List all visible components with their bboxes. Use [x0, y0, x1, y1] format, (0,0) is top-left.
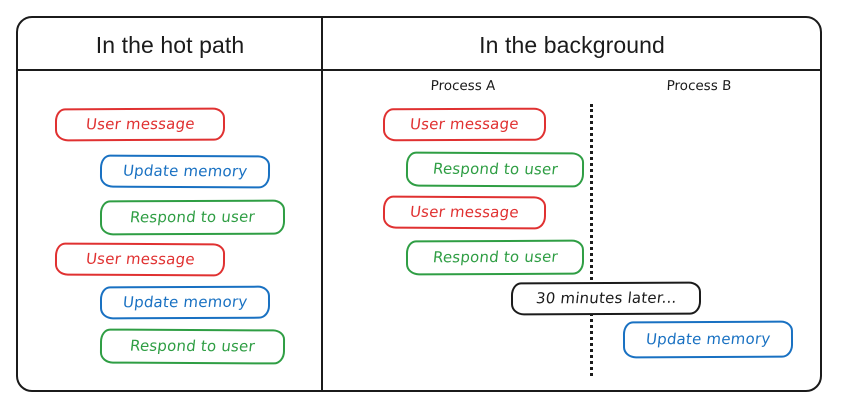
process-a-step-respond-to-user-1: Respond to user	[405, 151, 585, 188]
chip-label: Respond to user	[431, 159, 559, 179]
header-divider	[17, 69, 821, 71]
hot-path-step-respond-to-user-1: Respond to user	[99, 199, 286, 236]
chip-label: 30 minutes later...	[534, 288, 678, 308]
process-divider-dotted-line	[590, 104, 593, 376]
hot-path-step-user-message-2: User message	[54, 242, 226, 277]
hot-path-step-update-memory-2: Update memory	[99, 285, 271, 320]
chip-label: Update memory	[121, 161, 249, 181]
chip-label: Respond to user	[431, 247, 559, 267]
process-b-label: Process B	[666, 78, 732, 94]
column-divider	[321, 17, 323, 391]
chip-label: User message	[409, 202, 520, 222]
chip-label: Respond to user	[129, 336, 256, 356]
hot-path-step-respond-to-user-2: Respond to user	[99, 328, 286, 365]
column-title-background: In the background	[479, 32, 665, 58]
chip-label: Respond to user	[129, 207, 256, 227]
column-title-hot-path: In the hot path	[95, 32, 245, 58]
process-a-step-user-message-2: User message	[382, 195, 547, 230]
hot-path-step-update-memory-1: Update memory	[99, 154, 271, 189]
process-b-step-update-memory: Update memory	[622, 320, 794, 359]
process-a-step-respond-to-user-2: Respond to user	[405, 239, 585, 276]
chip-label: User message	[84, 114, 196, 134]
time-marker-30-minutes-later: 30 minutes later...	[510, 281, 702, 316]
process-a-label: Process A	[430, 78, 496, 94]
chip-label: Update memory	[121, 292, 249, 312]
chip-label: Update memory	[644, 329, 772, 349]
process-a-step-user-message-1: User message	[382, 107, 547, 142]
chip-label: User message	[409, 114, 520, 134]
chip-label: User message	[84, 249, 196, 269]
hot-path-step-user-message-1: User message	[54, 107, 226, 142]
diagram-outer-frame	[16, 16, 822, 392]
